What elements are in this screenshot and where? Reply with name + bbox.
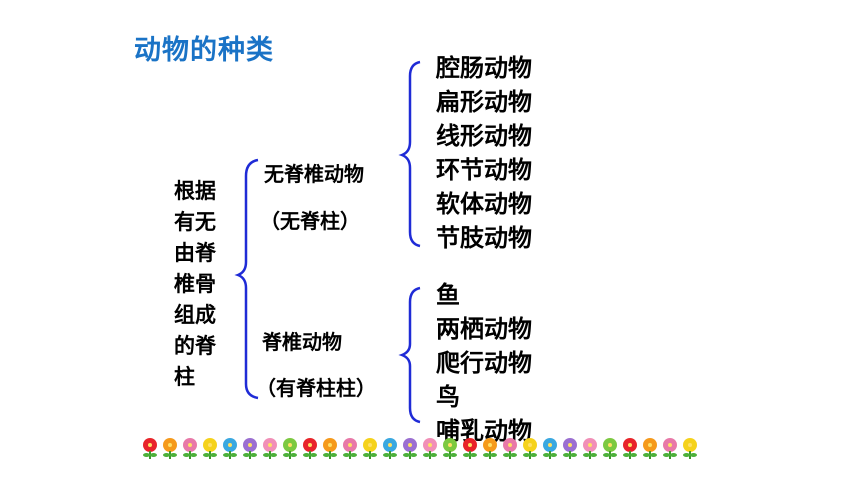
flower-icon [440,436,460,462]
flower-icon [520,436,540,462]
classification-criterion: 根据 有无 由脊 椎骨 组成 的脊 柱 [174,176,234,393]
root-line: 柱 [174,365,195,389]
list-item: 鱼 [436,281,460,309]
flower-icon [400,436,420,462]
invertebrate-note: （无脊柱） [260,209,360,233]
list-item: 鸟 [436,383,460,411]
root-line: 根据 [174,179,216,203]
list-item: 软体动物 [436,190,532,218]
vertebrate-note: （有脊柱柱） [256,376,376,400]
flower-icon [260,436,280,462]
invertebrate-list: 腔肠动物 扁形动物 线形动物 环节动物 软体动物 节肢动物 [436,51,532,255]
list-item: 爬行动物 [436,349,532,377]
invertebrate-brace [398,60,421,248]
invertebrate-label: 无脊椎动物 [264,162,364,186]
flower-icon [540,436,560,462]
list-item: 腔肠动物 [436,54,532,82]
flower-icon [320,436,340,462]
list-item: 两栖动物 [436,315,532,343]
flower-icon [500,436,520,462]
flower-icon [580,436,600,462]
list-item: 扁形动物 [436,88,532,116]
flower-icon [680,436,700,462]
root-line: 椎骨 [174,272,216,296]
flower-icon [280,436,300,462]
vertebrate-list: 鱼 两栖动物 爬行动物 鸟 哺乳动物 [436,278,532,448]
flower-border [140,436,700,464]
flower-icon [460,436,480,462]
root-line: 的脊 [174,334,216,358]
flower-icon [220,436,240,462]
flower-icon [180,436,200,462]
flower-icon [340,436,360,462]
root-line: 组成 [174,303,216,327]
flower-icon [420,436,440,462]
root-brace [234,158,259,400]
flower-icon [160,436,180,462]
flower-icon [560,436,580,462]
root-line: 由脊 [174,241,216,265]
vertebrate-label: 脊椎动物 [262,330,342,354]
flower-icon [300,436,320,462]
list-item: 节肢动物 [436,224,532,252]
vertebrate-brace [398,286,421,424]
flower-icon [360,436,380,462]
page-title: 动物的种类 [134,35,274,66]
flower-icon [240,436,260,462]
flower-icon [200,436,220,462]
list-item: 环节动物 [436,156,532,184]
flower-icon [480,436,500,462]
flower-icon [640,436,660,462]
list-item: 线形动物 [436,122,532,150]
flower-icon [620,436,640,462]
flower-icon [380,436,400,462]
flower-icon [140,436,160,462]
root-line: 有无 [174,210,216,234]
flower-icon [660,436,680,462]
flower-icon [600,436,620,462]
